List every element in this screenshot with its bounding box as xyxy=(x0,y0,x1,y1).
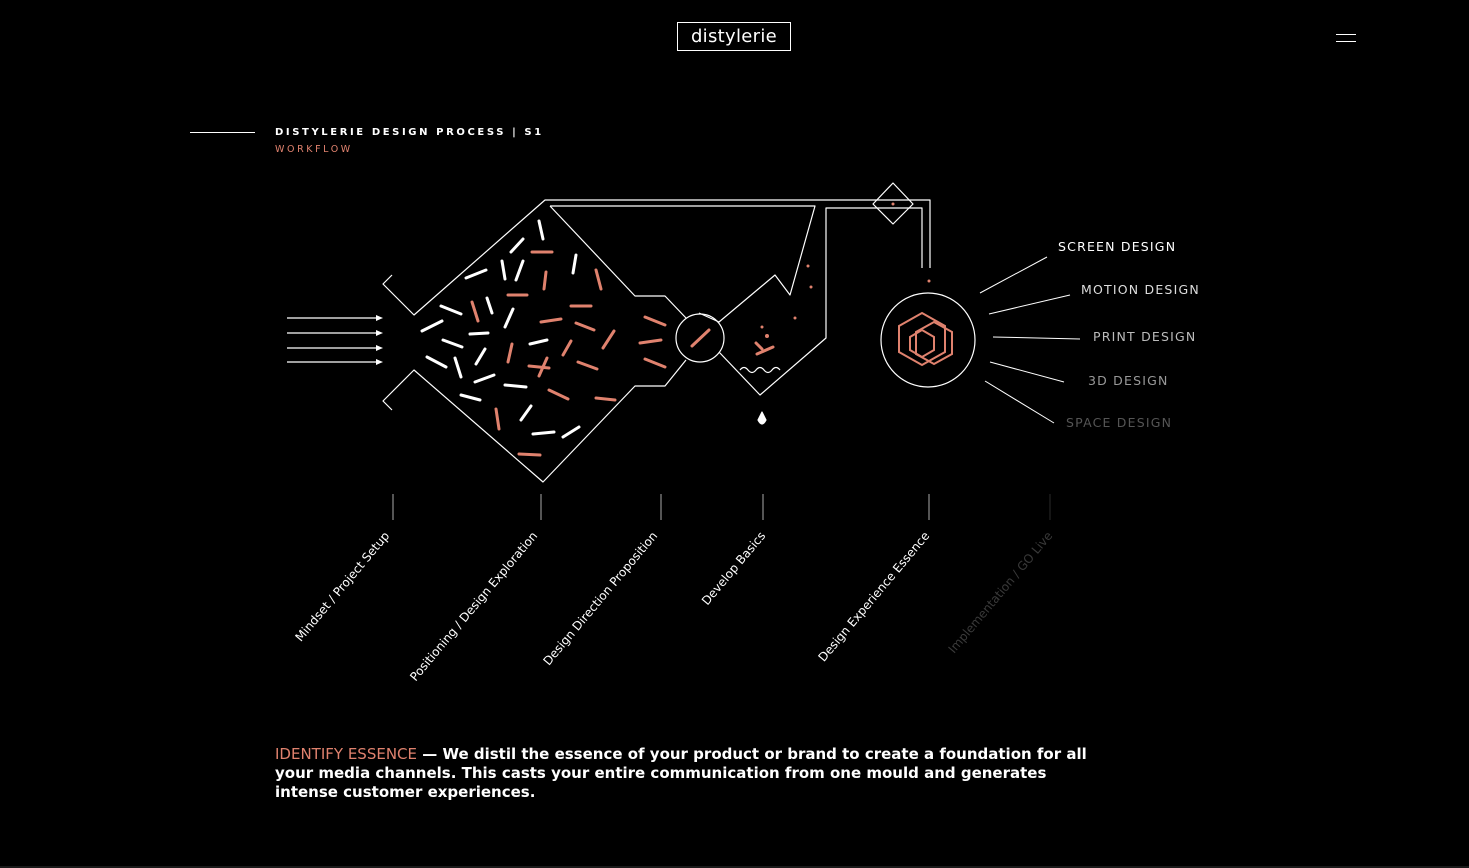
output-label-3d-design[interactable]: 3D DESIGN xyxy=(1088,373,1169,388)
intro-paragraph: IDENTIFY ESSENCE — We distil the essence… xyxy=(275,745,1105,802)
logo[interactable]: distylerie xyxy=(677,22,791,51)
section-subtitle: WORKFLOW xyxy=(275,144,353,155)
intro-highlight: IDENTIFY ESSENCE xyxy=(275,745,417,763)
section-title: DISTYLERIE DESIGN PROCESS | S1 xyxy=(275,127,544,138)
menu-button[interactable] xyxy=(1330,28,1362,48)
output-rays xyxy=(979,256,1081,424)
step-ticks xyxy=(392,494,1051,520)
output-label-space-design[interactable]: SPACE DESIGN xyxy=(1066,415,1172,430)
step-labels: Mindset / Project Setup Positioning / De… xyxy=(292,529,1055,684)
intro-text: — We distil the essence of your product … xyxy=(275,745,1087,801)
bottom-divider xyxy=(0,866,1469,868)
ingredient-strokes xyxy=(420,219,775,457)
accent-dots xyxy=(760,202,931,338)
step-label-design-direction[interactable]: Design Direction Proposition xyxy=(540,529,660,668)
step-label-mindset[interactable]: Mindset / Project Setup xyxy=(292,529,392,644)
output-labels: SCREEN DESIGN MOTION DESIGN PRINT DESIGN… xyxy=(1058,239,1200,430)
step-label-positioning[interactable]: Positioning / Design Exploration xyxy=(407,529,540,684)
diagram-outline xyxy=(287,182,976,483)
step-label-design-experience[interactable]: Design Experience Essence xyxy=(815,529,932,664)
output-label-print-design[interactable]: PRINT DESIGN xyxy=(1093,329,1196,344)
output-label-motion-design[interactable]: MOTION DESIGN xyxy=(1081,282,1200,297)
essence-hexagon-icon xyxy=(898,311,953,367)
section-rule xyxy=(190,132,255,133)
step-label-develop-basics[interactable]: Develop Basics xyxy=(699,529,768,608)
input-arrows-icon xyxy=(287,315,383,365)
output-label-screen-design[interactable]: SCREEN DESIGN xyxy=(1058,239,1176,254)
step-label-implementation[interactable]: Implementation / GO Live xyxy=(946,529,1056,656)
